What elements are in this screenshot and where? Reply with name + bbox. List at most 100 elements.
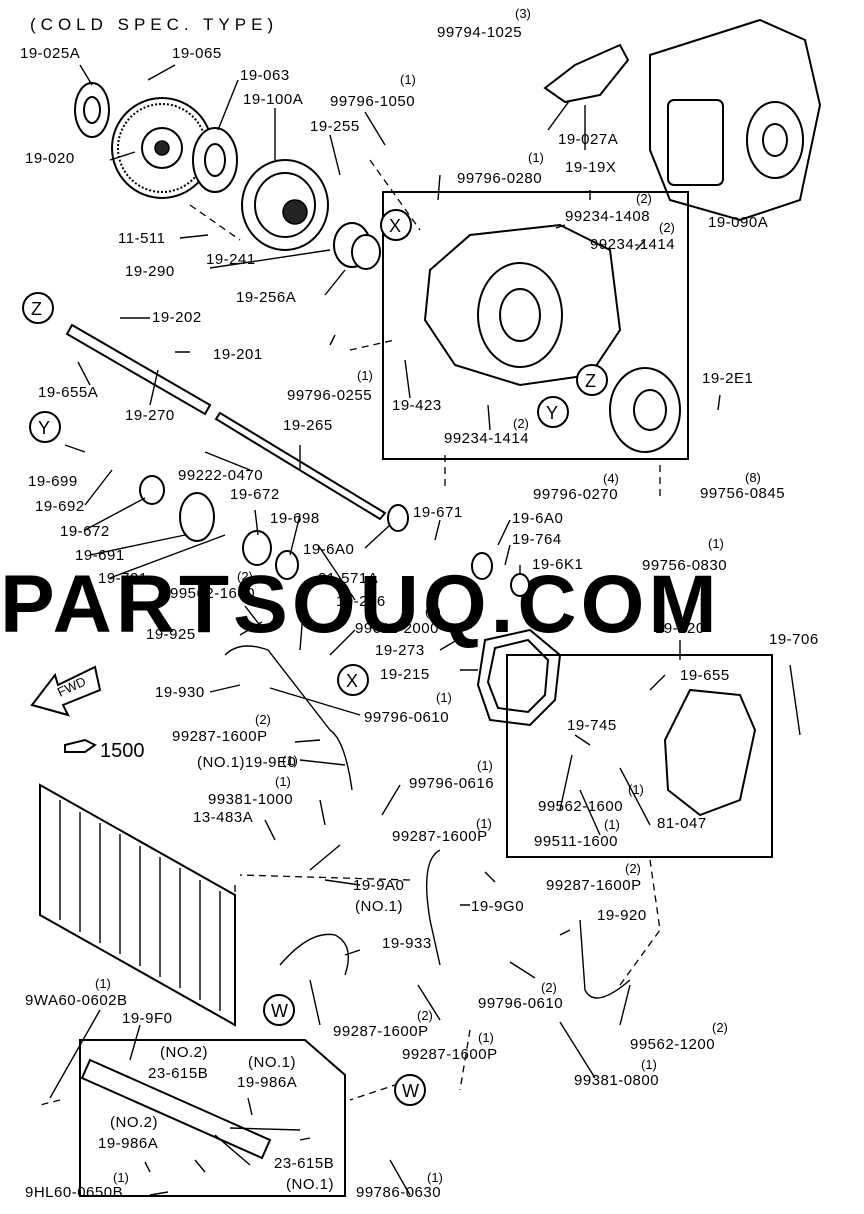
part-label: 19-19X xyxy=(565,159,616,176)
part-label: 19-920 xyxy=(597,907,647,924)
part-label: 19-698 xyxy=(270,510,320,527)
part-label: 13-483A xyxy=(193,809,253,826)
part-label: 11-511 xyxy=(118,230,165,247)
part-label: 99234-1414 xyxy=(444,430,529,447)
spec-header: (COLD SPEC. TYPE) xyxy=(30,15,278,34)
part-labels: 19-025A 19-065 19-063 19-100A 99796-1050… xyxy=(20,24,819,1201)
quantity-label: (1) xyxy=(528,150,544,165)
svg-text:W: W xyxy=(402,1081,419,1101)
part-label: 19-241 xyxy=(206,251,256,268)
oil-pump-seal-icon xyxy=(333,222,381,270)
part-label: 19-986A xyxy=(237,1074,297,1091)
part-label: 19-025A xyxy=(20,45,80,62)
input-shaft-icon xyxy=(65,323,212,416)
svg-text:X: X xyxy=(389,216,401,236)
part-label: 99562-1600 xyxy=(170,585,255,602)
part-label: 19-745 xyxy=(567,717,617,734)
part-label: 19-256 xyxy=(336,593,386,610)
part-label: 99287-1600P xyxy=(402,1046,498,1063)
part-label: 99287-1600P xyxy=(546,877,642,894)
part-label: 19-6K1 xyxy=(532,556,583,573)
part-label: 99796-0280 xyxy=(457,170,542,187)
guide-lines xyxy=(39,159,661,1106)
part-label: 99796-1050 xyxy=(330,93,415,110)
quantity-label: (1) xyxy=(282,753,298,768)
quantity-label: (3) xyxy=(515,6,531,21)
quantity-label: (8) xyxy=(745,470,761,485)
quantity-label: (1) xyxy=(708,536,724,551)
part-label: 99287-1600P xyxy=(392,828,488,845)
side-cover-gasket-icon xyxy=(476,628,562,727)
part-label: 19-672 xyxy=(230,486,280,503)
quantity-label: (2) xyxy=(255,712,271,727)
seal-ring-icon xyxy=(139,475,530,597)
quantity-label: (2) xyxy=(417,1008,433,1023)
oil-cooler-frame xyxy=(79,1039,346,1197)
quantity-label: (1) xyxy=(427,1170,443,1185)
part-label: 99287-1600P xyxy=(333,1023,429,1040)
quantity-label: (1) xyxy=(478,1030,494,1045)
part-label: 19-764 xyxy=(512,531,562,548)
quantity-label: (1) xyxy=(425,604,441,619)
part-label: 19-063 xyxy=(240,67,290,84)
part-label: 99222-0470 xyxy=(178,467,263,484)
svg-text:Z: Z xyxy=(585,371,596,391)
quantity-label: (1) xyxy=(95,976,111,991)
part-label: (NO.1)19-9E0 xyxy=(197,754,296,771)
part-label: 9HL60-0650B xyxy=(25,1184,123,1201)
part-label: 21-571A xyxy=(318,570,378,587)
quantity-label: (2) xyxy=(659,220,675,235)
part-label: 99756-0830 xyxy=(642,557,727,574)
quantity-label: (1) xyxy=(641,1057,657,1072)
svg-text:W: W xyxy=(271,1001,288,1021)
part-label: 19-090A xyxy=(708,214,768,231)
part-label: 19-671 xyxy=(413,504,463,521)
part-label: 19-655A xyxy=(38,384,98,401)
side-cover-frame xyxy=(506,654,773,858)
part-label: 19-691 xyxy=(75,547,125,564)
pointing-hand-icon xyxy=(64,738,97,753)
part-label: 99562-1600 xyxy=(538,798,623,815)
callout-w-bottom: W xyxy=(394,1074,426,1106)
quantity-label: (2) xyxy=(513,416,529,431)
part-label: 19-9A0 xyxy=(353,877,404,894)
quantity-label: (2) xyxy=(541,980,557,995)
part-label: 99234-1408 xyxy=(565,208,650,225)
svg-text:Y: Y xyxy=(546,403,558,423)
part-label: 19-100A xyxy=(243,91,303,108)
part-label: 99796-0610 xyxy=(478,995,563,1012)
part-label: 99381-0800 xyxy=(574,1072,659,1089)
part-label: 19-2E1 xyxy=(702,370,753,387)
quantity-label: (1) xyxy=(113,1170,129,1185)
leader-lines xyxy=(49,64,801,1196)
side-cover-icon xyxy=(663,688,757,817)
quantity-label: (1) xyxy=(604,817,620,832)
part-label: 19-220 xyxy=(655,620,705,637)
part-label: 99511-1600 xyxy=(534,833,618,850)
part-label: 19-706 xyxy=(769,631,819,648)
gasket-plate-icon xyxy=(543,43,630,104)
part-label: 99796-0610 xyxy=(364,709,449,726)
svg-text:X: X xyxy=(346,671,358,691)
part-label: 99796-0616 xyxy=(409,775,494,792)
part-label: 23-615B xyxy=(148,1065,208,1082)
quantity-label: (1) xyxy=(275,774,291,789)
part-label: 99287-1600P xyxy=(172,728,268,745)
callout-y-left: Y xyxy=(29,411,61,443)
reference-1500: 1500 xyxy=(64,738,145,762)
plate-icon xyxy=(74,82,110,138)
callout-w-left: W xyxy=(263,994,295,1026)
part-label: 19-721 xyxy=(98,570,148,587)
part-label: 19-6A0 xyxy=(303,541,354,558)
part-label: 19-9G0 xyxy=(471,898,524,915)
part-label: 19-423 xyxy=(392,397,442,414)
callout-z-left: Z xyxy=(22,292,54,324)
torque-converter-icon xyxy=(241,159,329,251)
svg-text:1500: 1500 xyxy=(100,740,145,762)
part-label: 19-699 xyxy=(28,473,78,490)
part-label: 19-655 xyxy=(680,667,730,684)
quantity-label: (2) xyxy=(625,861,641,876)
part-label: 9WA60-0602B xyxy=(25,992,128,1009)
part-label: 19-215 xyxy=(380,666,430,683)
